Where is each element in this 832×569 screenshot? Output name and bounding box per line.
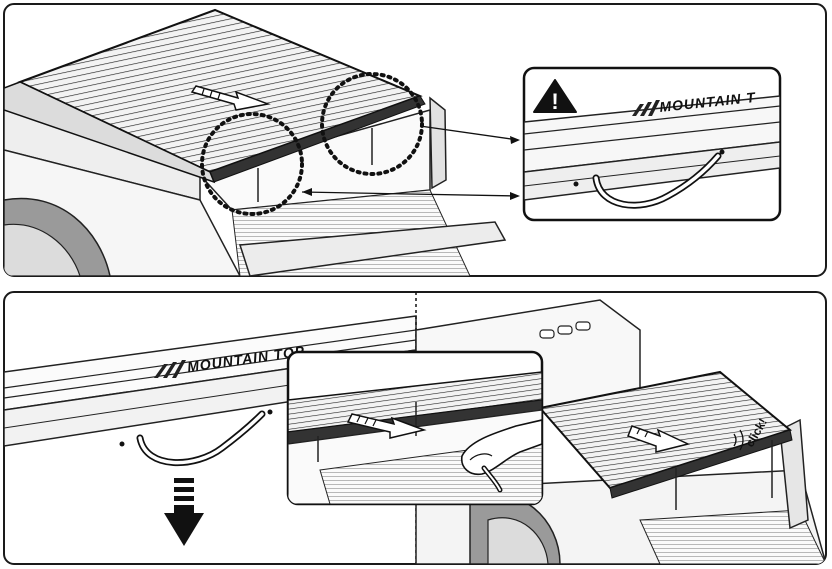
pull-down-arrow bbox=[164, 478, 204, 546]
inset-pull-closeup bbox=[286, 350, 544, 506]
warning-symbol: ! bbox=[551, 89, 558, 114]
warning-icon: ! bbox=[530, 74, 580, 116]
callout-circle-rail bbox=[320, 72, 424, 176]
top-panel: MOUNTAIN T ! bbox=[3, 3, 827, 277]
callout-circle-handle bbox=[200, 112, 304, 216]
inset-handle-closeup: MOUNTAIN T ! bbox=[522, 66, 782, 222]
hand-pulling bbox=[460, 418, 542, 476]
close-direction-arrow bbox=[627, 425, 691, 453]
bottom-panel: MOUNTAIN TOP bbox=[3, 291, 827, 565]
slide-direction-arrow bbox=[190, 85, 271, 111]
